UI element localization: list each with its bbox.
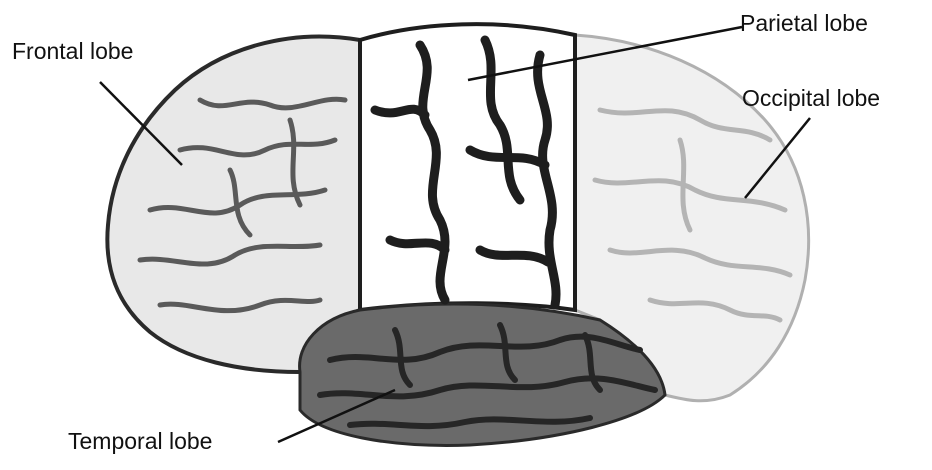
frontal-lobe-region xyxy=(107,37,360,372)
brain-lateral-view-icon xyxy=(107,24,808,445)
frontal-lobe-label: Frontal lobe xyxy=(12,40,133,63)
temporal-lobe-label: Temporal lobe xyxy=(68,430,212,453)
occipital-lobe-label: Occipital lobe xyxy=(742,87,880,110)
parietal-lobe-label: Parietal lobe xyxy=(740,12,868,35)
